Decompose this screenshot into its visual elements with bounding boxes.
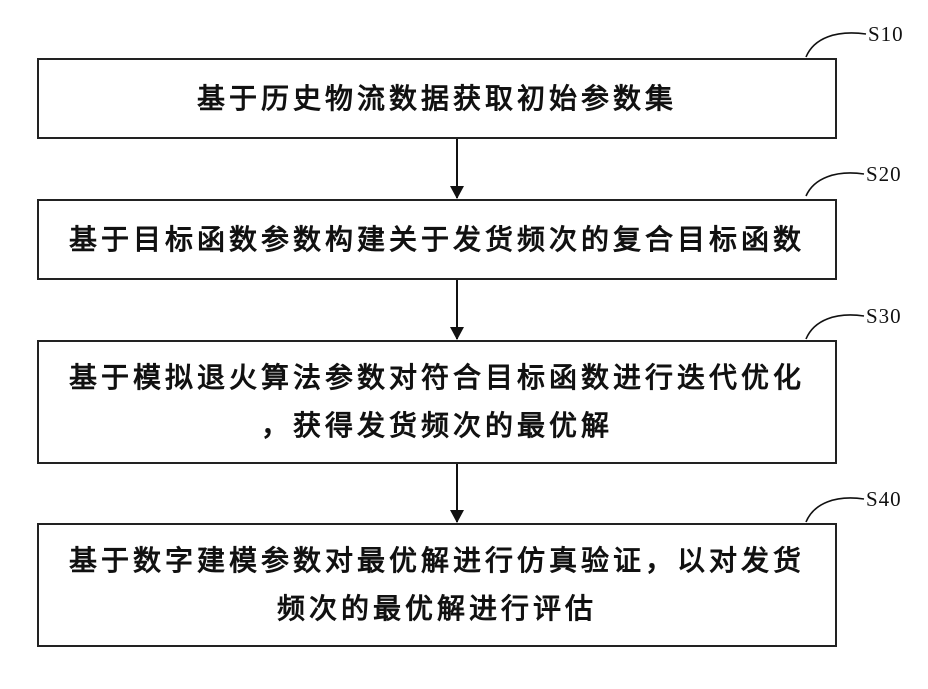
step-text-s20: 基于目标函数参数构建关于发货频次的复合目标函数 — [69, 216, 805, 264]
leader-s30 — [806, 315, 864, 339]
step-text-s30: 基于模拟退火算法参数对符合目标函数进行迭代优化 ，获得发货频次的最优解 — [69, 354, 805, 450]
step-label-s20: S20 — [866, 162, 902, 187]
step-box-s40: 基于数字建模参数对最优解进行仿真验证，以对发货 频次的最优解进行评估 — [37, 523, 837, 647]
step-text-s40: 基于数字建模参数对最优解进行仿真验证，以对发货 频次的最优解进行评估 — [69, 537, 805, 633]
step-text-s10: 基于历史物流数据获取初始参数集 — [197, 75, 677, 123]
step-box-s20: 基于目标函数参数构建关于发货频次的复合目标函数 — [37, 199, 837, 280]
arrowhead-s30-to-s40 — [450, 510, 464, 523]
step-box-s30: 基于模拟退火算法参数对符合目标函数进行迭代优化 ，获得发货频次的最优解 — [37, 340, 837, 464]
leader-s10 — [806, 33, 866, 57]
leader-s40 — [806, 498, 864, 522]
leader-s20 — [806, 173, 864, 196]
step-label-s10: S10 — [868, 22, 904, 47]
step-label-s40: S40 — [866, 487, 902, 512]
step-label-s30: S30 — [866, 304, 902, 329]
arrowhead-s20-to-s30 — [450, 327, 464, 340]
arrowhead-s10-to-s20 — [450, 186, 464, 199]
step-box-s10: 基于历史物流数据获取初始参数集 — [37, 58, 837, 139]
